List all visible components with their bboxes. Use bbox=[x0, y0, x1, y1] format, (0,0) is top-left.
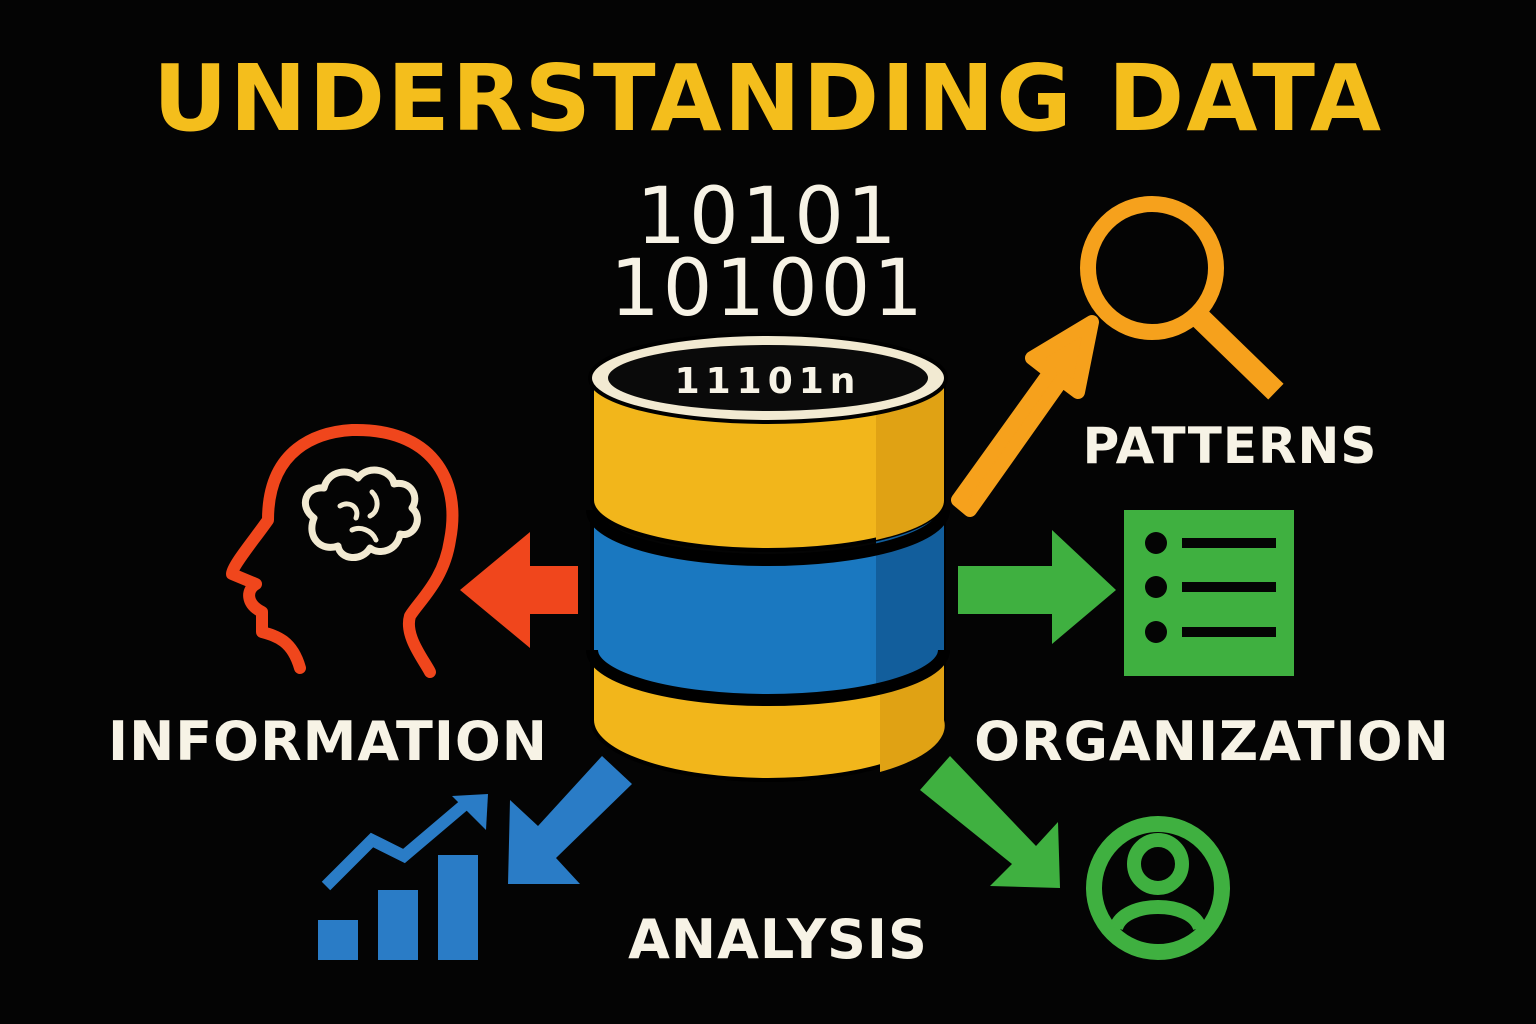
label-patterns: PATTERNS bbox=[1083, 417, 1378, 475]
binary-line-2: 101001 bbox=[610, 244, 926, 334]
arrow-to-patterns bbox=[951, 315, 1099, 517]
label-analysis: ANALYSIS bbox=[628, 908, 928, 971]
bar-chart-trend-icon bbox=[318, 794, 488, 960]
list-icon bbox=[1124, 510, 1294, 676]
label-organization: ORGANIZATION bbox=[974, 710, 1450, 773]
arrow-to-user bbox=[920, 756, 1060, 888]
arrow-to-organization bbox=[958, 530, 1116, 644]
arrow-to-information bbox=[460, 532, 578, 648]
arrow-to-analysis bbox=[508, 756, 632, 884]
magnifying-glass-icon bbox=[1080, 196, 1284, 400]
binary-line-1: 10101 bbox=[636, 172, 899, 262]
user-circle-icon bbox=[1086, 816, 1230, 960]
page-title: UNDERSTANDING DATA bbox=[153, 45, 1383, 152]
rim-binary-text: 11101n bbox=[675, 361, 862, 402]
label-information: INFORMATION bbox=[108, 710, 548, 773]
database-icon bbox=[586, 332, 950, 782]
head-brain-icon bbox=[226, 423, 459, 678]
